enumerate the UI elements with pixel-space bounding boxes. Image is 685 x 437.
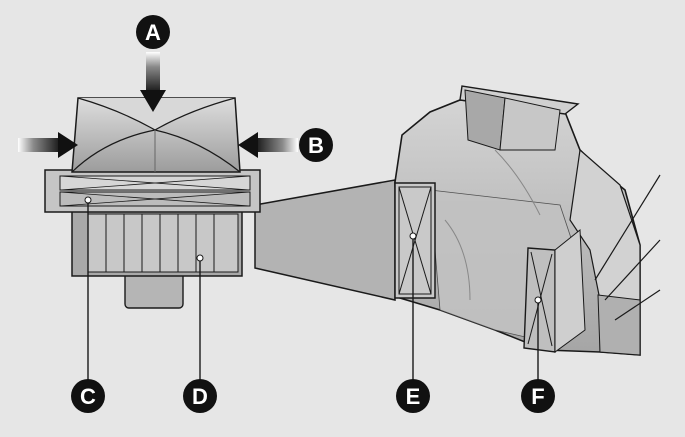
svg-text:C: C (80, 384, 96, 409)
air-intake-housing (71, 97, 241, 173)
air-filter (44, 169, 261, 213)
label-badge-d: D (183, 379, 217, 413)
label-badge-f: F (521, 379, 555, 413)
connecting-duct (254, 179, 396, 301)
blower-fan (71, 207, 243, 309)
label-badge-a: A (136, 15, 170, 49)
hose-lines (594, 174, 661, 321)
label-badge-e: E (396, 379, 430, 413)
leader-lines (87, 200, 539, 380)
label-badge-b: B (299, 128, 333, 162)
evaporator-core (394, 182, 436, 299)
svg-text:F: F (531, 384, 544, 409)
arrow-left-icon (238, 132, 298, 158)
leader-dots (84, 196, 542, 304)
svg-text:D: D (192, 384, 208, 409)
svg-text:A: A (145, 20, 161, 45)
svg-text:E: E (406, 384, 421, 409)
label-badge-c: C (71, 379, 105, 413)
svg-text:B: B (308, 133, 324, 158)
arrow-right-icon (18, 132, 78, 158)
arrow-down-icon (140, 52, 166, 112)
heater-housing (394, 85, 641, 356)
